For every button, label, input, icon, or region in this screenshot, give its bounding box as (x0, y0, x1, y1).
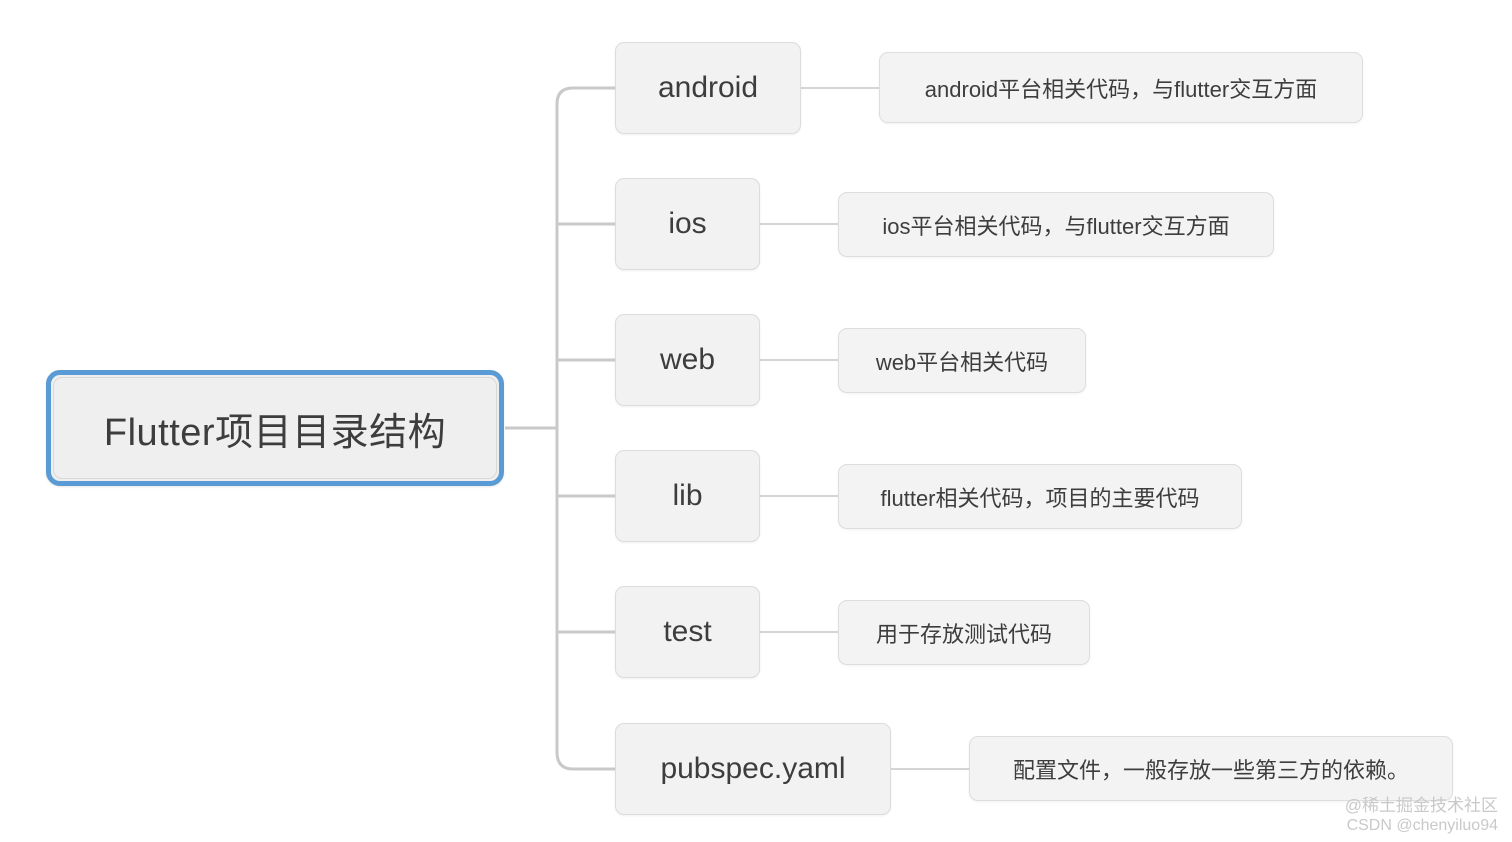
node-lib-label: lib (672, 479, 703, 512)
desc-web[interactable]: web平台相关代码 (838, 328, 1086, 393)
node-web[interactable]: web (615, 314, 760, 406)
desc-test[interactable]: 用于存放测试代码 (838, 600, 1090, 665)
node-pubspec-yaml-label: pubspec.yaml (660, 752, 846, 785)
node-android[interactable]: android (615, 42, 801, 134)
desc-pubspec-yaml-label: 配置文件，一般存放一些第三方的依赖。 (1012, 757, 1409, 783)
desc-web-label: web平台相关代码 (875, 349, 1049, 375)
desc-ios[interactable]: ios平台相关代码，与flutter交互方面 (838, 192, 1274, 257)
root-node[interactable]: Flutter项目目录结构 (46, 370, 504, 486)
watermark: @稀土掘金技术社区 CSDN @chenyiluo94 (1345, 795, 1498, 836)
desc-android[interactable]: android平台相关代码，与flutter交互方面 (879, 52, 1363, 123)
node-ios-label: ios (668, 207, 707, 240)
connector-trunk (555, 86, 574, 771)
node-test[interactable]: test (615, 586, 760, 678)
desc-test-label: 用于存放测试代码 (875, 621, 1052, 647)
watermark-line-2: CSDN @chenyiluo94 (1346, 817, 1498, 834)
node-test-label: test (663, 615, 712, 648)
desc-android-label: android平台相关代码，与flutter交互方面 (924, 76, 1318, 102)
desc-lib-label: flutter相关代码，项目的主要代码 (880, 485, 1200, 511)
node-android-label: android (657, 71, 759, 104)
node-pubspec-yaml[interactable]: pubspec.yaml (615, 723, 891, 815)
node-lib[interactable]: lib (615, 450, 760, 542)
node-ios[interactable]: ios (615, 178, 760, 270)
node-web-label: web (659, 343, 716, 376)
desc-pubspec-yaml[interactable]: 配置文件，一般存放一些第三方的依赖。 (969, 736, 1453, 801)
watermark-line-1: @稀土掘金技术社区 (1344, 795, 1498, 815)
desc-ios-label: ios平台相关代码，与flutter交互方面 (882, 213, 1230, 239)
root-node-label: Flutter项目目录结构 (103, 411, 447, 454)
desc-lib[interactable]: flutter相关代码，项目的主要代码 (838, 464, 1242, 529)
